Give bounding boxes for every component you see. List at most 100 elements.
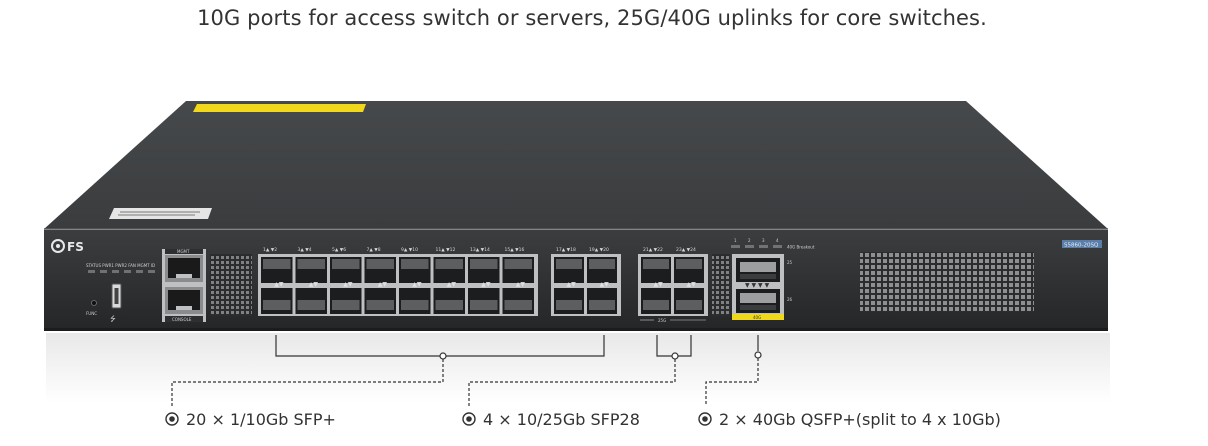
- status-leds: [88, 270, 155, 273]
- sfp-plus-port-6[interactable]: [330, 288, 362, 314]
- sfp28-label: 23▲ ▼24: [676, 247, 696, 253]
- sfp-plus-port-14[interactable]: [468, 288, 500, 314]
- svg-text:▲▼: ▲▼: [274, 281, 284, 288]
- sfp-plus-label: 19▲ ▼20: [589, 247, 609, 253]
- sfp28-port-1[interactable]: [641, 257, 671, 283]
- svg-text:▲▼: ▲▼: [516, 281, 526, 288]
- svg-text:1: 1: [734, 238, 737, 243]
- qsfp-port-26-label: 26: [787, 297, 793, 302]
- mgmt-label: MGMT: [177, 249, 190, 254]
- sfp-plus-port-1[interactable]: [261, 257, 293, 283]
- svg-text:▲▼: ▲▼: [654, 281, 664, 288]
- sfp-plus-label: 17▲ ▼18: [556, 247, 576, 253]
- sfp28-group-labels: 21▲ ▼22 23▲ ▼24: [643, 247, 696, 253]
- svg-text:▲▼: ▲▼: [412, 281, 422, 288]
- svg-text:▲▼: ▲▼: [567, 281, 577, 288]
- sfp-plus-port-5[interactable]: [330, 257, 362, 283]
- sfp-plus-label: 13▲ ▼14: [470, 247, 490, 253]
- sfp-plus-port-9[interactable]: [399, 257, 431, 283]
- svg-text:4 × 10/25Gb SFP28: 4 × 10/25Gb SFP28: [483, 410, 640, 429]
- callout-bracket-sfp-plus: [171, 335, 605, 406]
- usb-icon: ⭍: [110, 315, 116, 323]
- callout-bracket-sfp28: [468, 335, 692, 406]
- sfp-plus-port-13[interactable]: [468, 257, 500, 283]
- sfp-plus-label: 9▲ ▼10: [401, 247, 418, 253]
- func-label: FUNC: [86, 311, 97, 316]
- qsfp-group-label: 40G: [753, 315, 761, 320]
- top-yellow-label: [193, 104, 366, 112]
- sfp-plus-port-1[interactable]: [554, 257, 584, 283]
- qsfp-yellow-bar: [732, 314, 784, 320]
- func-button[interactable]: [91, 300, 97, 306]
- sfp28-port-4[interactable]: [674, 288, 704, 314]
- svg-text:▲▼: ▲▼: [309, 281, 319, 288]
- sfp-plus-label: 1▲ ▼2: [263, 247, 277, 253]
- sfp-plus-group-a: ▲▼ ▲▼ ▲▼ ▲▼ ▲▼ ▲▼ ▲▼ ▲▼: [258, 254, 538, 316]
- top-white-label: [109, 208, 212, 219]
- callout-bracket-qsfp: [705, 335, 762, 406]
- sfp-plus-group-b: ▲▼ ▲▼: [551, 254, 621, 316]
- svg-text:▲▼: ▲▼: [481, 281, 491, 288]
- target-bullet-icon: [698, 412, 712, 426]
- svg-text:▲▼: ▲▼: [447, 281, 457, 288]
- sfp-plus-port-10[interactable]: [399, 288, 431, 314]
- feature-caption: 10G ports for access switch or servers, …: [197, 6, 987, 30]
- breakout-leds: [731, 245, 782, 248]
- led-labels: STATUS PWR1 PWR2 FAN MGMT ID: [86, 263, 155, 268]
- sfp-plus-label: 5▲ ▼6: [332, 247, 346, 253]
- sfp-plus-label: 3▲ ▼4: [298, 247, 312, 253]
- svg-text:▲▼: ▲▼: [687, 281, 697, 288]
- sfp-plus-port-7[interactable]: [364, 257, 397, 283]
- sfp28-port-3[interactable]: [674, 257, 704, 283]
- svg-text:20 × 1/10Gb SFP+: 20 × 1/10Gb SFP+: [186, 410, 336, 429]
- svg-text:▲▼: ▲▼: [378, 281, 388, 288]
- sfp-plus-port-4[interactable]: [587, 288, 617, 314]
- svg-text:4: 4: [776, 238, 779, 243]
- sfp-plus-port-16[interactable]: [502, 288, 535, 314]
- mid-vent: [712, 254, 730, 316]
- svg-text:3: 3: [762, 238, 765, 243]
- svg-text:▲▼: ▲▼: [343, 281, 353, 288]
- right-vent: [860, 252, 1034, 312]
- console-label: CONSOLE: [172, 317, 192, 322]
- sfp-plus-port-2[interactable]: [554, 288, 584, 314]
- qsfp-port-25[interactable]: [736, 258, 780, 282]
- target-bullet-icon: [462, 412, 476, 426]
- sfp-plus-port-4[interactable]: [295, 288, 328, 314]
- qsfp-port-26[interactable]: [736, 289, 780, 313]
- sfp28-group: ▲▼ ▲▼: [638, 254, 708, 316]
- sfp-plus-port-15[interactable]: [502, 257, 535, 283]
- sfp-plus-label: 15▲ ▼16: [505, 247, 525, 253]
- sfp-plus-label: 7▲ ▼8: [367, 247, 381, 253]
- sfp-plus-group-b-labels: 17▲ ▼18 19▲ ▼20: [556, 247, 609, 253]
- sfp-plus-label: 11▲ ▼12: [436, 247, 456, 253]
- sfp-plus-port-11[interactable]: [433, 257, 466, 283]
- qsfp-port-25-label: 25: [787, 260, 793, 265]
- fs-logo-icon: [51, 239, 65, 253]
- sfp-plus-port-3[interactable]: [587, 257, 617, 283]
- target-bullet-icon: [165, 412, 179, 426]
- sfp-plus-group-a-labels: 1▲ ▼2 3▲ ▼4 5▲ ▼6 7▲ ▼8 9▲ ▼10 11▲ ▼12 13▲ ▼14…: [263, 247, 524, 253]
- chassis-top: [44, 101, 1108, 229]
- sfp28-group-label: 25G: [658, 318, 666, 323]
- svg-text:2: 2: [748, 238, 751, 243]
- sfp-plus-port-3[interactable]: [295, 257, 328, 283]
- svg-text:2 × 40Gb QSFP+(split to 4 x 10: 2 × 40Gb QSFP+(split to 4 x 10Gb): [719, 410, 1001, 429]
- sfp-plus-port-12[interactable]: [433, 288, 466, 314]
- sfp28-label: 21▲ ▼22: [643, 247, 663, 253]
- sfp28-port-2[interactable]: [641, 288, 671, 314]
- sfp-plus-port-2[interactable]: [261, 288, 293, 314]
- qsfp-numbers: 1 2 3 4: [734, 238, 779, 243]
- left-vent: [210, 254, 252, 316]
- floor-reflection: [46, 333, 1110, 403]
- callout-sfp-plus: 20 × 1/10Gb SFP+: [165, 410, 336, 429]
- qsfp-arrows: ▼ ▼ ▼ ▼: [745, 282, 770, 289]
- callout-sfp28: 4 × 10/25Gb SFP28: [462, 410, 640, 429]
- model-badge: S5860-20SQ: [1064, 243, 1099, 249]
- sfp-plus-port-8[interactable]: [364, 288, 397, 314]
- callout-qsfp: 2 × 40Gb QSFP+(split to 4 x 10Gb): [698, 410, 1001, 429]
- model-badge-bg: [1062, 240, 1102, 248]
- brand-name: FS: [67, 240, 84, 254]
- svg-text:▲▼: ▲▼: [600, 281, 610, 288]
